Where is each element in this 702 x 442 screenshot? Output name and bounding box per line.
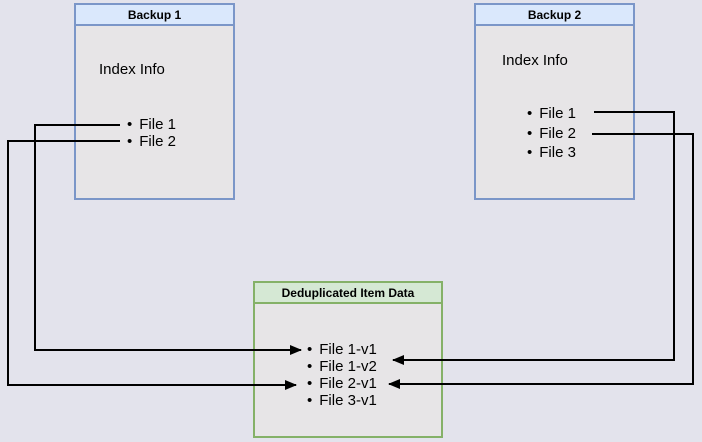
- file-label: File 3: [539, 144, 576, 162]
- dedup-file-list: • File 1-v1 • File 1-v2 • File 2-v1 • File 3…: [307, 341, 377, 409]
- bullet-icon: •: [127, 133, 133, 150]
- dedup-title: Deduplicated Item Data: [255, 283, 441, 304]
- bullet-icon: •: [307, 358, 313, 375]
- file-label: File 1-v1: [319, 341, 377, 358]
- bullet-icon: •: [527, 105, 533, 123]
- backup1-box: Backup 1 Index Info • File 1 • File 2: [74, 3, 235, 200]
- bullet-icon: •: [307, 375, 313, 392]
- file-label: File 1-v2: [319, 358, 377, 375]
- list-item: • File 2-v1: [307, 375, 377, 392]
- file-label: File 2-v1: [319, 375, 377, 392]
- list-item: • File 1-v1: [307, 341, 377, 358]
- backup2-box: Backup 2 Index Info • File 1 • File 2 • Fil…: [474, 3, 635, 200]
- list-item: • File 1: [527, 104, 576, 124]
- backup1-file-list: • File 1 • File 2: [127, 116, 176, 150]
- file-label: File 3-v1: [319, 392, 377, 409]
- file-label: File 1: [139, 116, 176, 133]
- list-item: • File 2: [127, 133, 176, 150]
- dedup-box: Deduplicated Item Data • File 1-v1 • File …: [253, 281, 443, 438]
- backup2-title: Backup 2: [476, 5, 633, 26]
- list-item: • File 3-v1: [307, 392, 377, 409]
- file-label: File 2: [139, 133, 176, 150]
- backup2-file-list: • File 1 • File 2 • File 3: [527, 104, 576, 163]
- backup2-subtitle: Index Info: [502, 52, 568, 69]
- file-label: File 2: [539, 124, 576, 142]
- bullet-icon: •: [527, 124, 533, 142]
- list-item: • File 2: [527, 124, 576, 144]
- bullet-icon: •: [307, 392, 313, 409]
- bullet-icon: •: [127, 116, 133, 133]
- list-item: • File 3: [527, 143, 576, 163]
- backup1-title: Backup 1: [76, 5, 233, 26]
- list-item: • File 1-v2: [307, 358, 377, 375]
- bullet-icon: •: [527, 144, 533, 162]
- bullet-icon: •: [307, 341, 313, 358]
- backup1-subtitle: Index Info: [99, 61, 165, 78]
- file-label: File 1: [539, 105, 576, 123]
- list-item: • File 1: [127, 116, 176, 133]
